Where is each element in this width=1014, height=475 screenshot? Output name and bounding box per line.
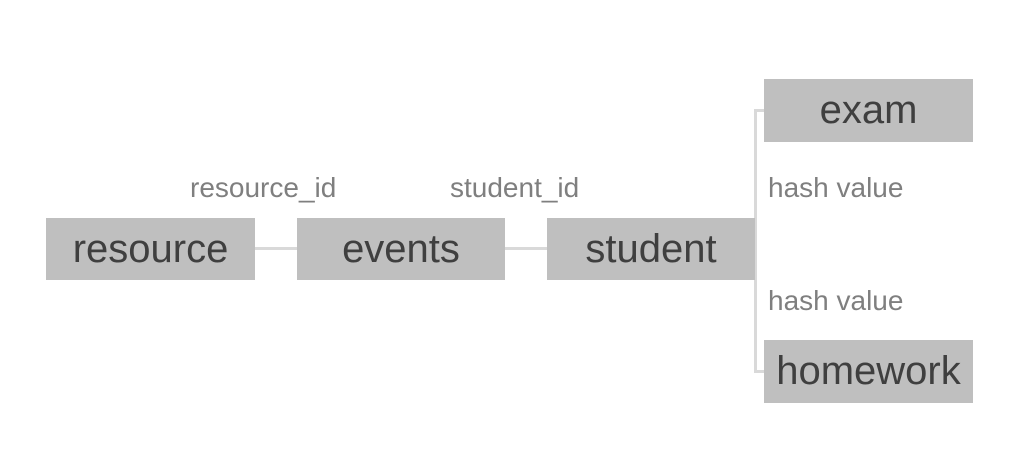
connector-trunk-homework	[754, 370, 764, 373]
connector-resource-events	[255, 247, 297, 250]
node-student: student	[547, 218, 755, 280]
connector-events-student	[505, 247, 547, 250]
connector-student-trunk	[754, 109, 757, 372]
edge-label-exam-hash: hash value	[768, 172, 904, 203]
edge-label-student-id: student_id	[450, 172, 580, 203]
node-events: events	[297, 218, 505, 280]
node-exam-label: exam	[819, 88, 918, 132]
connector-trunk-exam	[754, 109, 764, 112]
node-resource: resource	[46, 218, 255, 280]
edge-label-homework-hash: hash value	[768, 285, 904, 316]
node-homework: homework	[764, 340, 973, 403]
node-resource-label: resource	[72, 226, 229, 271]
edge-label-resource-id: resource_id	[190, 172, 337, 203]
node-events-label: events	[342, 226, 460, 271]
node-homework-label: homework	[776, 349, 961, 393]
node-student-label: student	[585, 226, 717, 271]
node-exam: exam	[764, 79, 973, 142]
